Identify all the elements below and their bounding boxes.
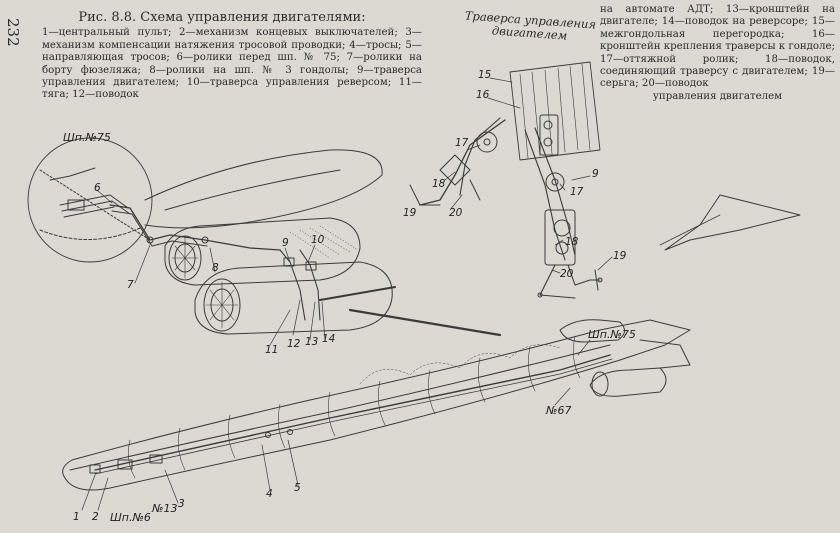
callout-17-left: 17 bbox=[455, 137, 469, 149]
frame75-inset bbox=[27, 137, 153, 263]
callout-3: 3 bbox=[178, 498, 185, 510]
callout-8: 8 bbox=[212, 262, 219, 274]
callout-19-left: 19 bbox=[403, 207, 417, 219]
callout-15: 15 bbox=[478, 69, 492, 81]
caption-legend-end: управления двигателем bbox=[652, 90, 783, 102]
callout-frame13: №13 bbox=[152, 502, 178, 515]
callout-12: 12 bbox=[287, 338, 301, 350]
vertical-tail bbox=[659, 194, 801, 251]
fuselage bbox=[62, 286, 691, 491]
callout-7: 7 bbox=[127, 279, 134, 291]
callout-frame75-body: Шп.№75 bbox=[588, 328, 636, 341]
callout-frame75-inset: Шп.№75 bbox=[63, 131, 111, 144]
caption-legend-right: на автомате АДТ; 13—кронштейн на двигате… bbox=[600, 4, 835, 90]
callout-4: 4 bbox=[266, 488, 273, 500]
callout-19-right: 19 bbox=[613, 250, 627, 262]
callout-10: 10 bbox=[311, 234, 325, 246]
caption-title: Рис. 8.8. Схема управления двигателями: bbox=[78, 10, 366, 25]
figure-caption-continued: на автомате АДТ; 13—кронштейн на двигате… bbox=[600, 4, 835, 103]
callout-20-right: 20 bbox=[560, 268, 574, 280]
figure-caption: Рис. 8.8. Схема управления двигателями: … bbox=[42, 11, 422, 102]
callout-16-top: 16 bbox=[476, 89, 490, 101]
callout-20-left: 20 bbox=[449, 207, 463, 219]
callout-frame6: Шп.№6 bbox=[110, 511, 151, 524]
callout-9-traverse: 9 bbox=[592, 168, 599, 180]
callout-1: 1 bbox=[73, 511, 80, 523]
callout-5: 5 bbox=[294, 482, 301, 494]
wing-and-nacelle bbox=[109, 149, 393, 335]
callout-11: 11 bbox=[265, 344, 279, 356]
leader-lines bbox=[81, 77, 613, 511]
callout-9-engine: 9 bbox=[282, 237, 289, 249]
callout-frame67: №67 bbox=[546, 404, 572, 417]
traverse-mechanism bbox=[409, 61, 603, 299]
callout-13: 13 bbox=[305, 336, 319, 348]
caption-legend-left: 1—центральный пульт; 2—механизм концевых… bbox=[42, 27, 422, 101]
callout-17-mid: 17 bbox=[570, 186, 584, 198]
callout-18-right: 18 bbox=[565, 236, 579, 248]
callout-14: 14 bbox=[322, 333, 336, 345]
callout-6: 6 bbox=[94, 182, 101, 194]
callout-2: 2 bbox=[92, 511, 99, 523]
callout-18-left: 18 bbox=[432, 178, 446, 190]
